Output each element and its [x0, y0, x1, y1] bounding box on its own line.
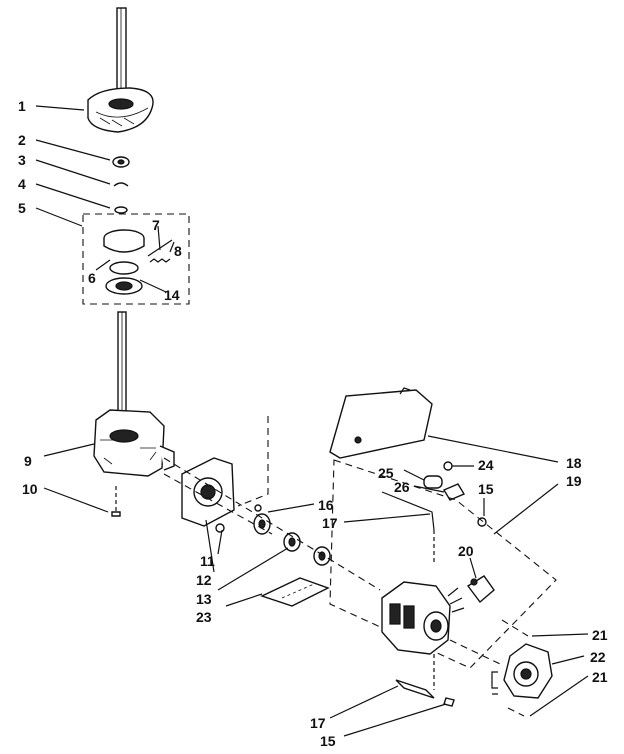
label-26: 26: [394, 479, 410, 495]
label-9: 9: [24, 453, 32, 469]
label-22: 22: [590, 649, 606, 665]
bracket-lower: [395, 679, 435, 699]
drive-shaft-cam-assembly: [87, 7, 154, 133]
label-4: 4: [18, 176, 26, 192]
capacitor-parts: [423, 461, 487, 527]
label-17-upper: 17: [322, 515, 338, 531]
motor-assembly-outline: [329, 459, 557, 669]
label-18: 18: [566, 455, 582, 471]
label-3: 3: [18, 152, 26, 168]
centerline-dash-2: [163, 473, 273, 535]
label-5: 5: [18, 200, 26, 216]
bolt: [111, 486, 121, 517]
label-15-lower: 15: [320, 733, 336, 749]
label-13: 13: [196, 591, 212, 607]
label-23: 23: [196, 609, 212, 625]
label-20: 20: [458, 543, 474, 559]
label-25: 25: [378, 465, 394, 481]
couplers: [253, 504, 331, 566]
motor-switch: [466, 575, 495, 604]
label-21-upper: 21: [592, 627, 608, 643]
label-21-lower: 21: [592, 669, 608, 685]
label-24: 24: [478, 457, 494, 473]
label-12: 12: [196, 572, 212, 588]
motor-shield: [329, 387, 433, 459]
label-8: 8: [174, 243, 182, 259]
label-10: 10: [22, 481, 38, 497]
centerline-dash: [163, 457, 381, 591]
pump-dash-line: [449, 639, 501, 665]
drain-pump: [491, 643, 553, 699]
screw-lower: [443, 697, 455, 707]
label-11: 11: [200, 553, 215, 569]
mounting-plate: [181, 457, 235, 533]
pump-clip-upper: [501, 619, 529, 637]
label-16: 16: [318, 497, 334, 513]
washer-parts: [112, 156, 130, 214]
label-6: 6: [88, 270, 96, 286]
label-7: 7: [152, 217, 160, 233]
label-17-lower: 17: [310, 715, 326, 731]
leader-lines: [35, 105, 589, 737]
clutch-assembly-box: [82, 213, 190, 305]
drive-motor: [381, 581, 465, 655]
label-2: 2: [18, 132, 26, 148]
label-15-upper: 15: [478, 481, 494, 497]
clutch-parts: [103, 229, 173, 295]
dash-bracket-left: [237, 416, 269, 507]
pump-clip-lower: [507, 707, 525, 717]
bracket-upper: [381, 491, 435, 531]
label-19: 19: [566, 473, 582, 489]
label-14: 14: [164, 287, 180, 303]
label-1: 1: [18, 98, 26, 114]
gearcase: [93, 409, 175, 477]
